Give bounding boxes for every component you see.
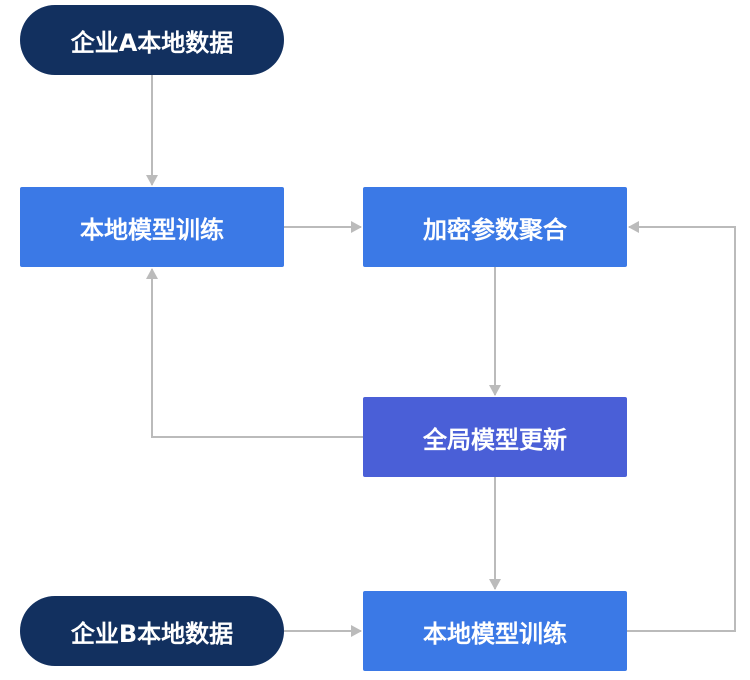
local-training-b-label: 本地模型训练 bbox=[423, 619, 567, 648]
global-update-label: 全局模型更新 bbox=[423, 425, 567, 454]
connector-global-to-train-a bbox=[146, 268, 363, 438]
connector-train-b-to-aggregation bbox=[627, 221, 736, 632]
encrypted-aggregation-node: 加密参数聚合 bbox=[363, 187, 627, 267]
local-training-a-node: 本地模型训练 bbox=[20, 187, 284, 267]
encrypted-aggregation-label: 加密参数聚合 bbox=[423, 215, 567, 244]
local-training-b-node: 本地模型训练 bbox=[363, 591, 627, 671]
company-a-data-node: 企业A本地数据 bbox=[20, 5, 284, 75]
company-b-data-node: 企业B本地数据 bbox=[20, 596, 284, 666]
global-update-node: 全局模型更新 bbox=[363, 397, 627, 477]
local-training-a-label: 本地模型训练 bbox=[80, 215, 224, 244]
company-b-data-label: 企业B本地数据 bbox=[70, 619, 234, 648]
company-a-data-label: 企业A本地数据 bbox=[70, 28, 234, 57]
